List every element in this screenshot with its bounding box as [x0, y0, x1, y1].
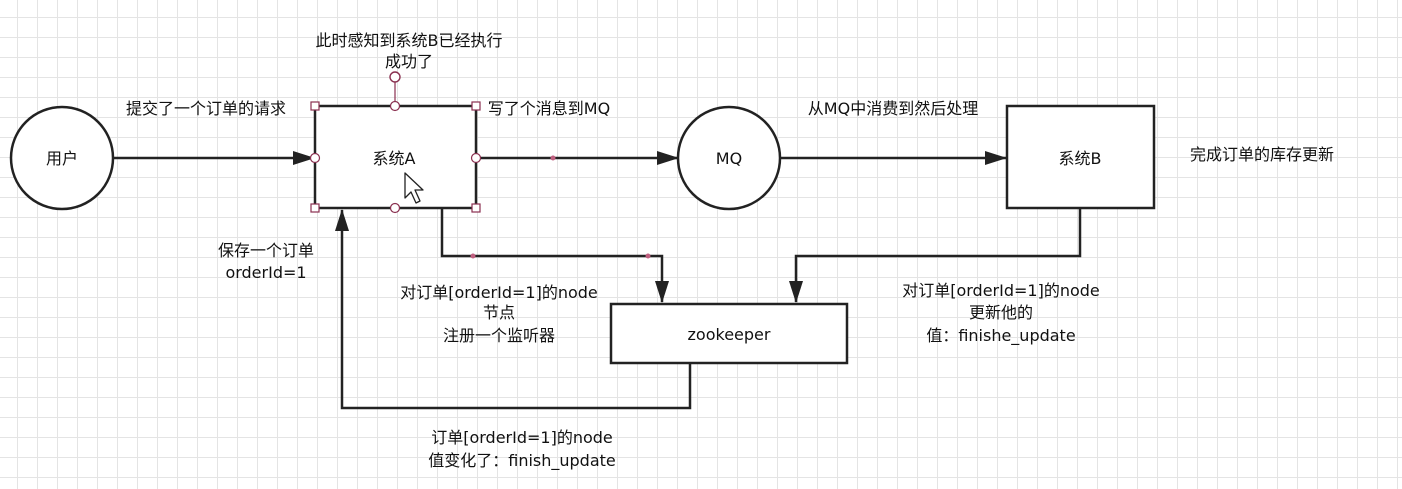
edge-waypoint-dot: [470, 253, 476, 259]
label-update-line1[interactable]: 对订单[orderId=1]的node: [902, 281, 1100, 300]
label-consume-mq[interactable]: 从MQ中消费到然后处理: [808, 99, 978, 118]
node-user[interactable]: 用户: [9, 105, 115, 211]
edge-waypoint-dot: [550, 155, 556, 161]
selection-handles[interactable]: [309, 71, 482, 214]
label-update-line2[interactable]: 更新他的: [969, 303, 1033, 322]
label-changed-line2[interactable]: 值变化了：finish_update: [428, 451, 616, 471]
node-mq[interactable]: MQ: [676, 105, 782, 211]
label-sense-success-line1[interactable]: 此时感知到系统B已经执行: [316, 31, 503, 50]
label-register-line1[interactable]: 对订单[orderId=1]的node: [400, 283, 598, 302]
node-mq-label: MQ: [716, 149, 742, 168]
node-user-label: 用户: [46, 149, 78, 168]
label-write-msg[interactable]: 写了个消息到MQ: [488, 99, 610, 118]
node-system-b-label: 系统B: [1059, 149, 1102, 168]
label-submit-order[interactable]: 提交了一个订单的请求: [126, 99, 286, 118]
label-register-line3[interactable]: 注册一个监听器: [443, 326, 555, 345]
edge-system-a-to-zookeeper[interactable]: [440, 209, 669, 303]
label-register-line2[interactable]: 节点: [483, 303, 515, 322]
rotate-handle[interactable]: [389, 71, 401, 83]
label-sense-success-line2[interactable]: 成功了: [385, 52, 433, 71]
label-save-order-line1[interactable]: 保存一个订单: [218, 241, 314, 260]
node-zookeeper-label: zookeeper: [688, 325, 771, 344]
node-system-b[interactable]: 系统B: [1005, 104, 1156, 210]
node-system-a-label: 系统A: [373, 149, 416, 168]
label-save-order-line2[interactable]: orderId=1: [225, 263, 306, 282]
label-finish-stock[interactable]: 完成订单的库存更新: [1190, 145, 1334, 164]
label-update-line3[interactable]: 值：finishe_update: [926, 326, 1075, 346]
edge-zookeeper-to-system-a[interactable]: [335, 209, 692, 410]
node-system-a[interactable]: 系统A: [313, 104, 478, 210]
label-changed-line1[interactable]: 订单[orderId=1]的node: [431, 428, 613, 447]
edge-waypoint-dot: [645, 253, 651, 259]
mouse-cursor-icon: [404, 172, 424, 204]
edge-system-b-to-zookeeper[interactable]: [789, 209, 1082, 303]
node-zookeeper[interactable]: zookeeper: [609, 302, 849, 365]
